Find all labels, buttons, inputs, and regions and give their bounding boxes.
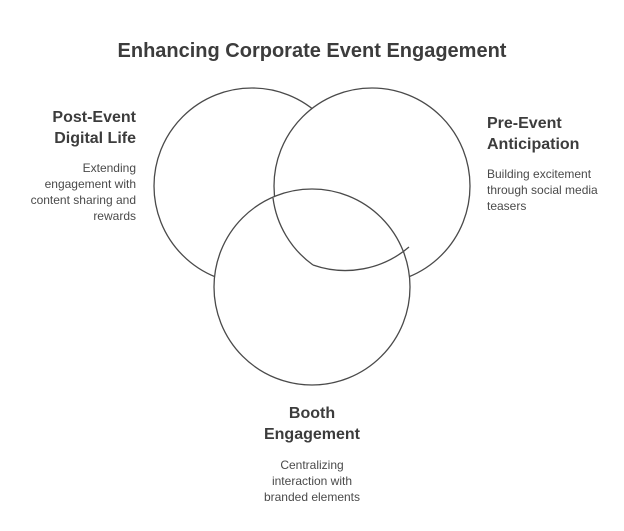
description-line: through social media	[487, 183, 598, 197]
description-line: Centralizing	[280, 458, 344, 472]
diagram-title: Enhancing Corporate Event Engagement	[117, 40, 507, 62]
section-description: Building excitement through social media…	[487, 166, 617, 214]
section-pre-event: Pre-Event Anticipation Building exciteme…	[487, 113, 617, 214]
description-line: Building excitement	[487, 167, 592, 181]
section-booth: Booth Engagement Centralizing interactio…	[232, 403, 392, 505]
description-line: teasers	[487, 199, 527, 213]
description-line: interaction with	[271, 474, 353, 488]
ring-pre-event-overlap-arc	[312, 246, 410, 272]
section-heading: Post-Event Digital Life	[20, 107, 136, 149]
section-description: Extending engagement with content sharin…	[20, 160, 136, 224]
ring-post-event-overlap-arc	[272, 197, 314, 266]
section-post-event: Post-Event Digital Life Extending engage…	[20, 107, 136, 224]
description-line: rewards	[93, 209, 136, 223]
description-line: branded elements	[263, 490, 361, 504]
description-line: content sharing and	[30, 193, 136, 207]
description-line: engagement with	[44, 177, 136, 191]
section-heading: Pre-Event Anticipation	[487, 113, 617, 155]
heading-line: Booth	[288, 405, 336, 422]
ring-booth	[213, 188, 411, 386]
heading-line: Post-Event	[52, 109, 136, 126]
section-description: Centralizing interaction with branded el…	[232, 457, 392, 505]
heading-line: Engagement	[263, 426, 360, 443]
heading-line: Pre-Event	[487, 115, 562, 132]
heading-line: Digital Life	[54, 130, 136, 147]
section-heading: Booth Engagement	[232, 403, 392, 445]
description-line: Extending	[82, 161, 136, 175]
heading-line: Anticipation	[487, 136, 580, 153]
